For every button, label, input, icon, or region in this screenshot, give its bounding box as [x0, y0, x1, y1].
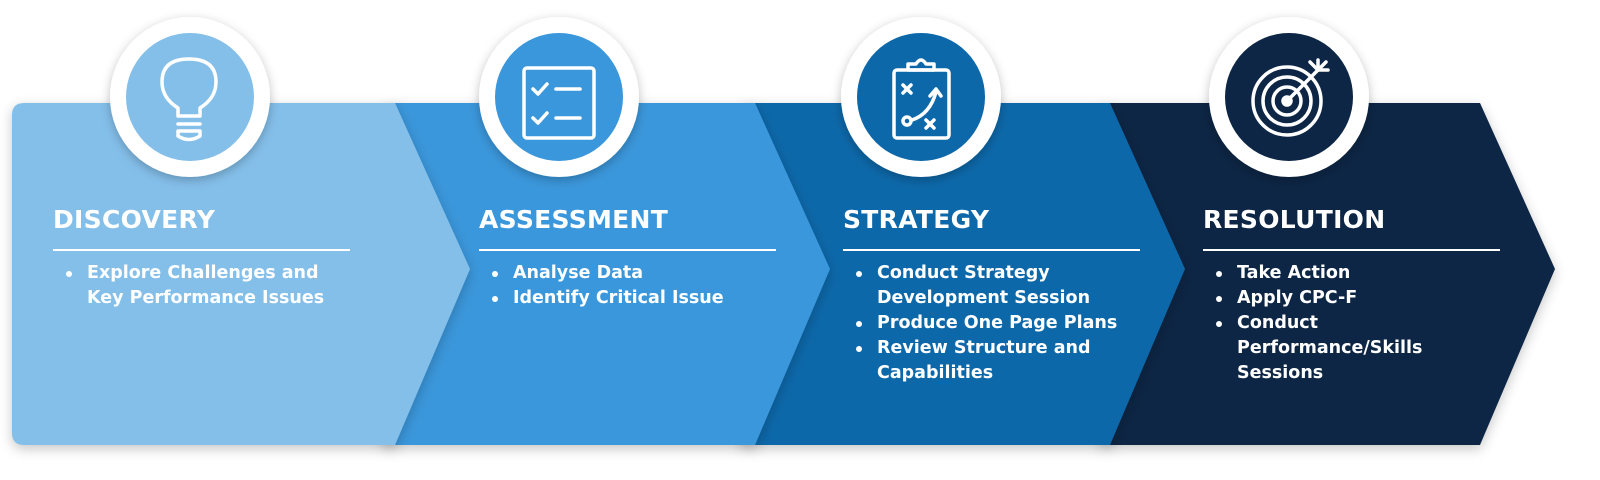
stage-title: ASSESSMENT: [479, 205, 669, 234]
target-icon: [1251, 58, 1330, 137]
list-item: Analyse Data: [479, 261, 779, 286]
stage-bullet-list: Conduct Strategy Development Session Pro…: [843, 261, 1143, 386]
stage-discovery-arrow: [12, 103, 470, 445]
list-item: Conduct Performance/Skills Sessions: [1203, 311, 1503, 386]
stage-title: DISCOVERY: [53, 205, 216, 234]
clipboard-strategy-icon: [892, 58, 951, 140]
list-item: Explore Challenges and Key Performance I…: [53, 261, 353, 311]
stage-strategy: STRATEGY Conduct Strategy Development Se…: [843, 200, 1143, 386]
lightbulb-icon: [160, 57, 218, 142]
stage-bullet-list: Take Action Apply CPC-F Conduct Performa…: [1203, 261, 1503, 386]
stage-strategy-arrow: [738, 103, 1185, 445]
list-item: Review Structure and Capabilities: [843, 336, 1143, 386]
stage-bullet-list: Analyse Data Identify Critical Issue: [479, 261, 779, 311]
stage-resolution: RESOLUTION Take Action Apply CPC-F Condu…: [1203, 200, 1503, 386]
stage-assessment-arrow: [380, 103, 830, 445]
stage-discovery: DISCOVERY Explore Challenges and Key Per…: [53, 200, 353, 311]
stage-assessment-badge: [479, 17, 639, 177]
list-item: Take Action: [1203, 261, 1503, 286]
stage-resolution-arrow: [1098, 103, 1555, 445]
stage-assessment: ASSESSMENT Analyse Data Identify Critica…: [479, 200, 779, 311]
list-item: Produce One Page Plans: [843, 311, 1143, 336]
list-item: Conduct Strategy Development Session: [843, 261, 1143, 311]
list-item: Apply CPC-F: [1203, 286, 1503, 311]
stage-strategy-badge: [841, 17, 1001, 177]
stage-discovery-badge: [110, 17, 270, 177]
list-item: Identify Critical Issue: [479, 286, 779, 311]
stage-divider: [479, 249, 776, 251]
checklist-icon: [522, 66, 596, 140]
stage-title: STRATEGY: [843, 205, 990, 234]
stage-divider: [1203, 249, 1500, 251]
stage-title: RESOLUTION: [1203, 205, 1386, 234]
stage-bullet-list: Explore Challenges and Key Performance I…: [53, 261, 353, 311]
stage-divider: [843, 249, 1140, 251]
stage-divider: [53, 249, 350, 251]
